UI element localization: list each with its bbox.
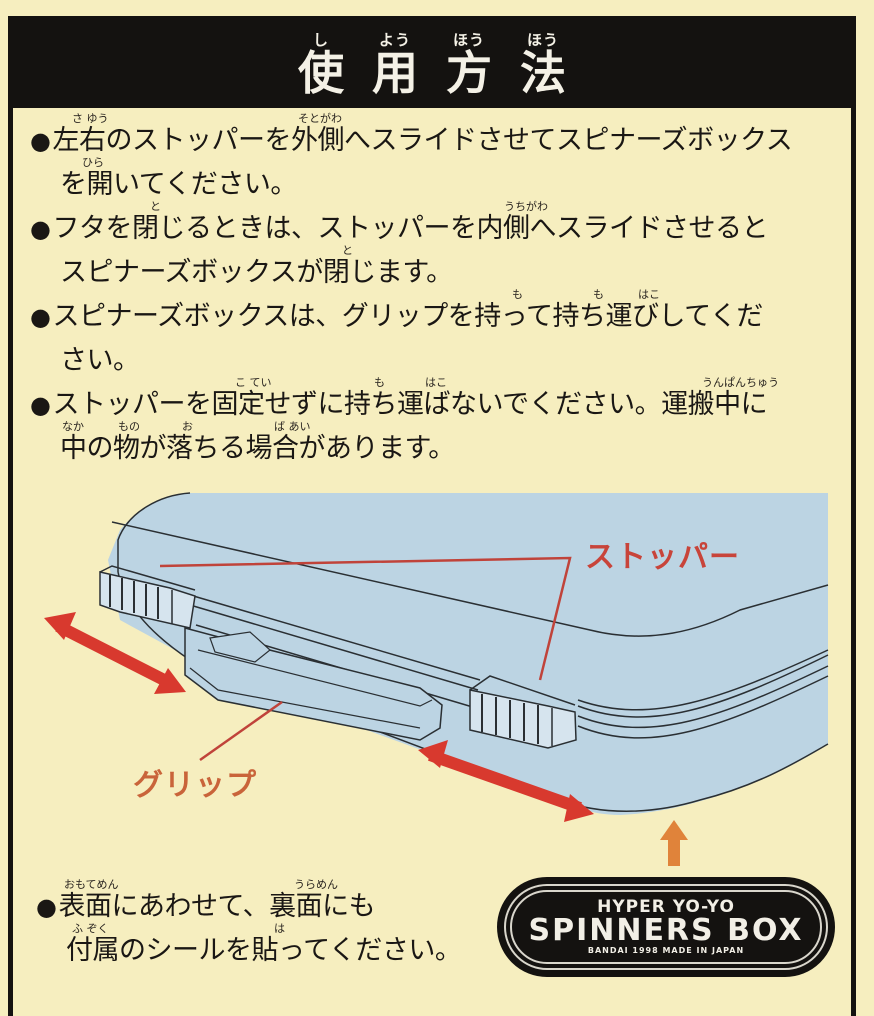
ruby-text: こ てい xyxy=(235,376,272,389)
ruby-line: と xyxy=(30,244,830,258)
ruby-text: うんぱんちゅう xyxy=(702,376,779,389)
title-ruby: ほう xyxy=(452,31,485,49)
grip-label: グリップ xyxy=(133,768,257,803)
badge-line-3: BANDAI 1998 MADE IN JAPAN xyxy=(587,946,745,955)
bullet-icon: ● xyxy=(30,215,51,243)
instruction-text: ストッパーを固定せずに持ち運ばないでください。運搬中に xyxy=(52,389,768,420)
ruby-line: ひら xyxy=(30,156,830,170)
ruby-line: なか もの お ば あい xyxy=(30,420,830,434)
instruction-text: 左右のストッパーを外側へスライドさせてスピナーズボックス xyxy=(52,125,793,156)
instruction-text: スピナーズボックスが閉じます。 xyxy=(60,257,453,288)
instruction-text: フタを閉じるときは、ストッパーを内側へスライドさせると xyxy=(52,213,768,244)
instruction-line: ●表面にあわせて、裏面にも xyxy=(36,892,461,922)
right-stopper xyxy=(469,675,577,749)
title-char: ほう 法 xyxy=(520,32,566,98)
instruction-text: を開いてください。 xyxy=(60,169,297,200)
ruby-text: そとがわ xyxy=(298,112,342,125)
bullet-icon: ● xyxy=(30,391,51,419)
left-stopper xyxy=(99,565,196,629)
ruby-line: おもてめん うらめん xyxy=(36,878,461,892)
ruby-text: と xyxy=(150,200,161,213)
up-arrow-icon xyxy=(660,820,688,866)
bullet-icon: ● xyxy=(30,127,51,155)
instruction-line: ●スピナーズボックスは、グリップを持って持ち運びしてくだ xyxy=(30,302,830,332)
instruction-line: ●フタを閉じるときは、ストッパーを内側へスライドさせると xyxy=(30,214,830,244)
title-kanji: 使 xyxy=(298,46,344,100)
badge-line-2: SPINNERS BOX xyxy=(528,913,804,948)
instruction-text: スピナーズボックスは、グリップを持って持ち運びしてくだ xyxy=(52,301,763,332)
title-ruby: よう xyxy=(378,31,411,49)
slide-arrow-left-icon xyxy=(44,612,186,694)
ruby-text: もの xyxy=(118,420,140,433)
ruby-text: おもてめん xyxy=(64,878,119,891)
instruction-line: ●左右のストッパーを外側へスライドさせてスピナーズボックス xyxy=(30,126,830,156)
badge-border xyxy=(504,884,828,970)
badge-content: HYPER YO-YO SPINNERS BOX BANDAI 1998 MAD… xyxy=(510,890,822,964)
bullet-icon: ● xyxy=(36,893,57,921)
instruction-text: 付属のシールを貼ってください。 xyxy=(66,935,462,966)
ruby-text: ば あい xyxy=(274,420,311,433)
instructions-list: さ ゆう そとがわ ●左右のストッパーを外側へスライドさせてスピナーズボックス … xyxy=(30,112,830,464)
ruby-text: も xyxy=(374,376,385,389)
ruby-text: お xyxy=(182,420,193,433)
title-kanji: 方 xyxy=(446,46,492,100)
instruction-item: こ てい も はこ うんぱんちゅう ●ストッパーを固定せずに持ち運ばないでくださ… xyxy=(30,376,830,464)
page-frame xyxy=(8,16,856,1016)
title-ruby: し xyxy=(312,31,329,49)
slide-arrow-right-icon xyxy=(418,740,594,822)
instruction-text: 中の物が落ちる場合があります。 xyxy=(60,433,455,464)
instruction-line: ●ストッパーを固定せずに持ち運ばないでください。運搬中に xyxy=(30,390,830,420)
title-kanji: 法 xyxy=(520,46,566,100)
instruction-text: 表面にあわせて、裏面にも xyxy=(58,891,376,922)
instruction-item: と うちがわ ●フタを閉じるときは、ストッパーを内側へスライドさせると と スピ… xyxy=(30,200,830,288)
ruby-line xyxy=(30,332,830,346)
title-kanji: 用 xyxy=(372,46,418,100)
ruby-text: はこ xyxy=(425,376,447,389)
ruby-line: も も はこ xyxy=(30,288,830,302)
sticker-note: おもてめん うらめん ●表面にあわせて、裏面にも ふ ぞく は 付属のシールを貼… xyxy=(36,878,462,966)
ruby-line: さ ゆう そとがわ xyxy=(30,112,830,126)
ruby-text: ひら xyxy=(82,156,104,169)
title-ruby: ほう xyxy=(526,31,559,49)
stopper-label: ストッパー xyxy=(585,540,740,575)
ruby-text: も xyxy=(512,288,523,301)
ruby-text: はこ xyxy=(638,288,660,301)
ruby-text: なか xyxy=(62,420,84,433)
title-char: し 使 xyxy=(298,32,344,98)
box-illustration xyxy=(44,492,829,866)
spinners-box-logo-badge: HYPER YO-YO SPINNERS BOX BANDAI 1998 MAD… xyxy=(497,877,835,977)
ruby-text: と xyxy=(342,244,353,257)
ruby-text: も xyxy=(593,288,604,301)
title-char: ほう 方 xyxy=(446,32,492,98)
bullet-icon: ● xyxy=(30,303,51,331)
ruby-line: と うちがわ xyxy=(30,200,830,214)
ruby-text: うちがわ xyxy=(504,200,548,213)
ruby-text: ふ ぞく xyxy=(72,922,109,935)
ruby-text: さ ゆう xyxy=(72,112,109,125)
badge-line-1: HYPER YO-YO xyxy=(597,897,735,917)
instruction-item: さ ゆう そとがわ ●左右のストッパーを外側へスライドさせてスピナーズボックス … xyxy=(30,112,830,200)
ruby-text: うらめん xyxy=(294,878,338,891)
title-char: よう 用 xyxy=(372,32,418,98)
instruction-item: も も はこ ●スピナーズボックスは、グリップを持って持ち運びしてくだ さい。 xyxy=(30,288,830,376)
instruction-text: さい。 xyxy=(60,345,140,376)
ruby-line: こ てい も はこ うんぱんちゅう xyxy=(30,376,830,390)
ruby-text: は xyxy=(274,922,285,935)
ruby-line: ふ ぞく は xyxy=(36,922,461,936)
title-banner: し 使 よう 用 ほう 方 ほう 法 xyxy=(8,16,856,108)
spinners-box-diagram: ストッパー グリップ xyxy=(0,480,874,880)
